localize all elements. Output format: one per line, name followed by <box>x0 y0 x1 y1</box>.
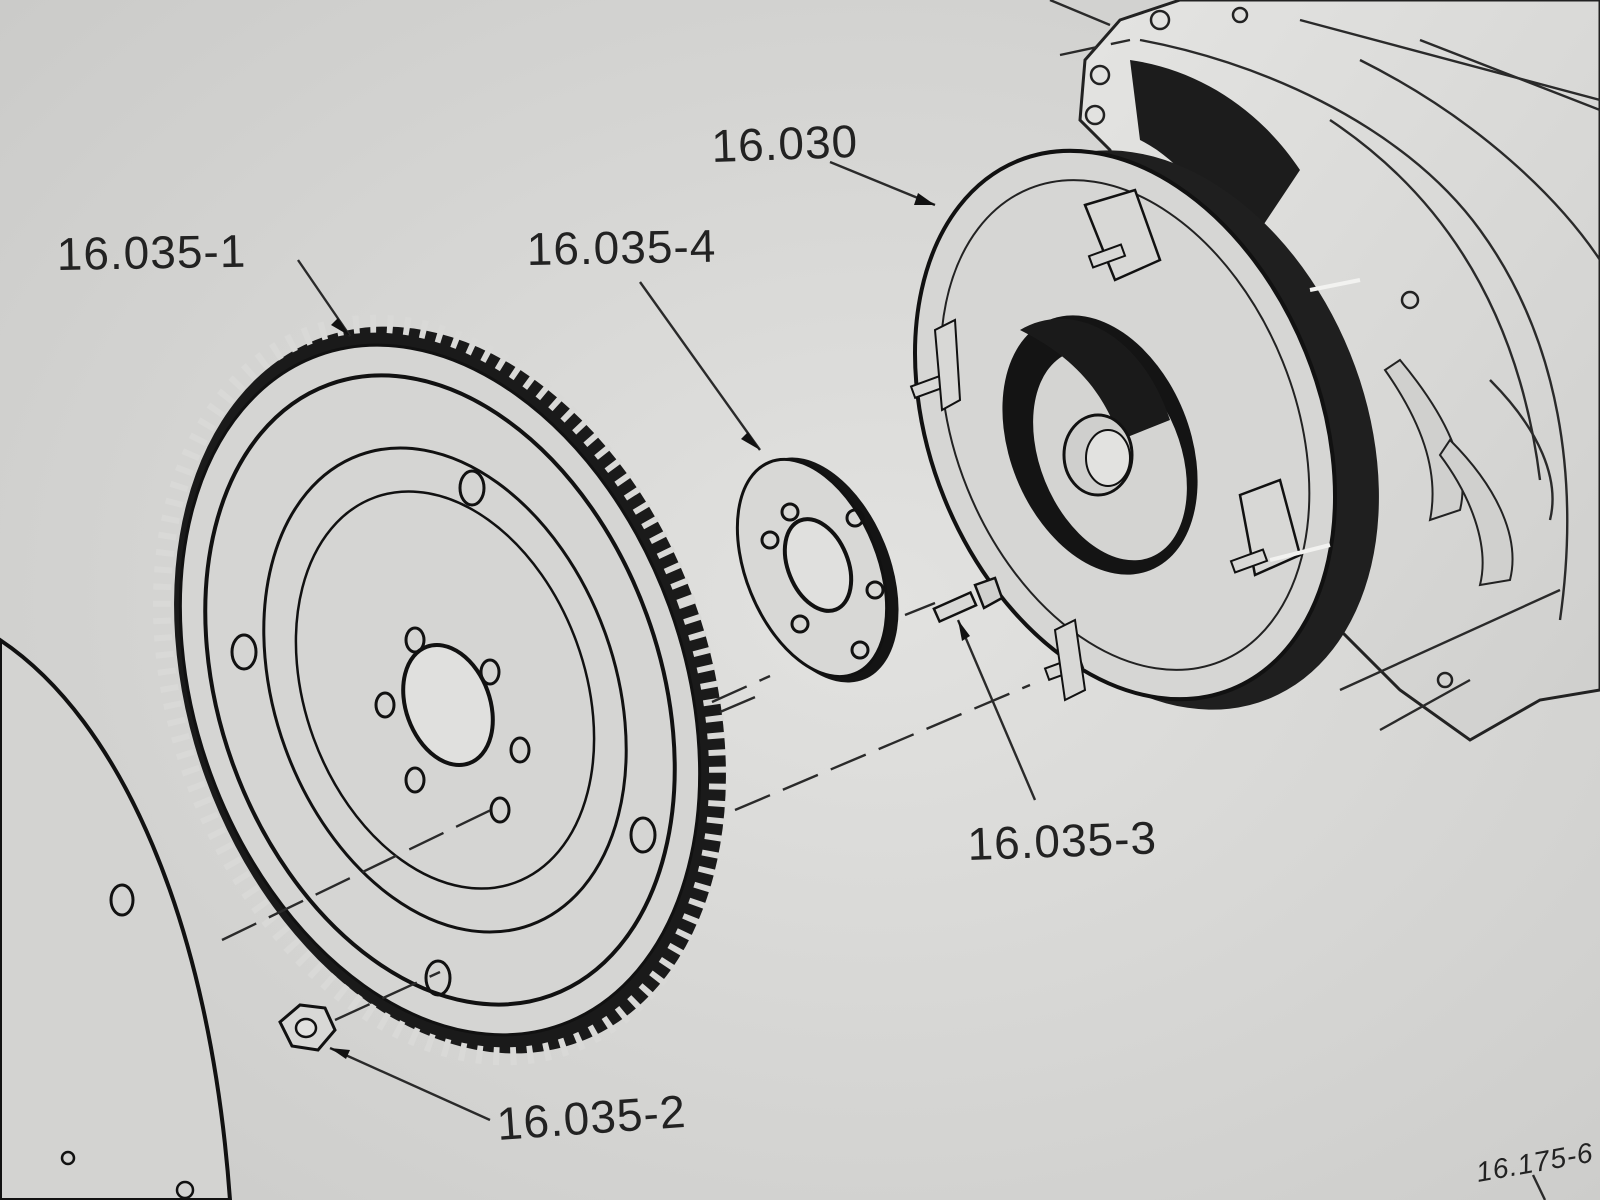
callout-leaders <box>297 160 1547 1200</box>
callout-labels: 16.030 16.035-1 16.035-4 16.035-3 16.035… <box>56 115 1596 1188</box>
label-torque-converter: 16.030 <box>711 115 859 172</box>
nut <box>278 1003 337 1052</box>
drive-plate-washer <box>735 457 899 683</box>
assembly-centerlines <box>221 601 1031 1022</box>
label-bolt: 16.035-3 <box>967 811 1158 870</box>
label-plate: 16.035-4 <box>526 220 716 275</box>
label-flywheel: 16.035-1 <box>56 225 246 280</box>
flywheel-ring-gear <box>152 314 728 1066</box>
torque-converter <box>909 148 1379 710</box>
engine-backplate <box>0 637 233 1200</box>
bolt <box>932 576 1004 624</box>
